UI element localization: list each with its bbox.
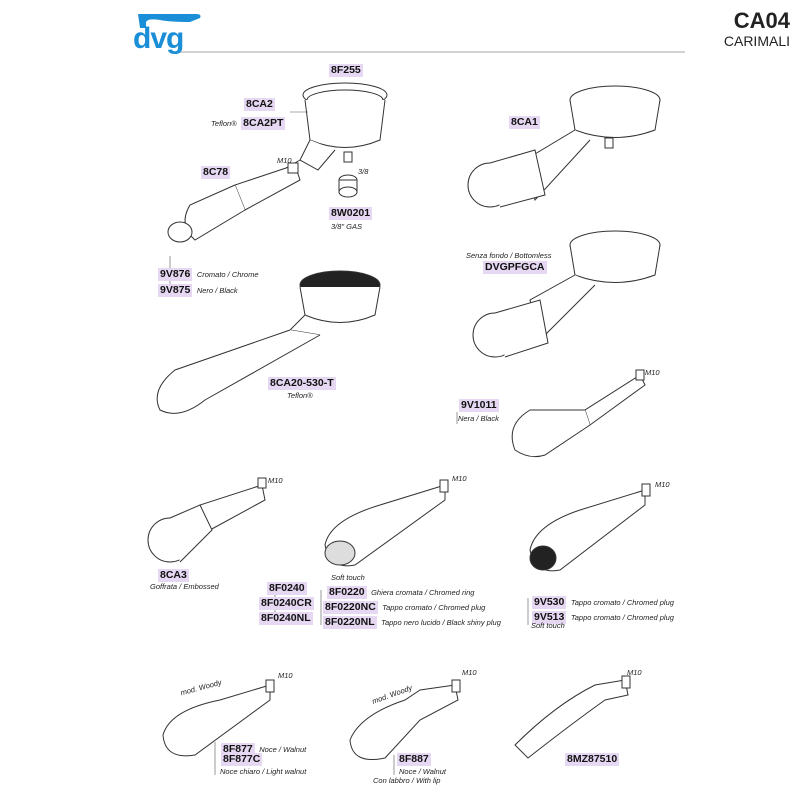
handle-9v530-drawing xyxy=(529,483,651,572)
part-8ca3: 8CA3 xyxy=(158,569,189,582)
teflon-note-2: Teflon® xyxy=(287,391,313,400)
part-8f0240: 8F0240 xyxy=(267,582,307,595)
black-note: Nero / Black xyxy=(196,286,238,295)
handle-8mz87510-drawing xyxy=(514,675,631,759)
soft-touch-note: Soft touch xyxy=(331,573,365,582)
part-8f0240nl: 8F0240NL xyxy=(259,612,313,625)
thread-m10-f: M10 xyxy=(278,671,293,680)
part-8ca2: 8CA2 xyxy=(244,98,275,111)
part-9v876: 9V876 xyxy=(158,268,193,281)
part-8c78: 8C78 xyxy=(201,166,231,179)
handle-8f0240-drawing xyxy=(324,479,449,567)
part-9v530: 9V530 xyxy=(532,596,567,609)
part-8f877: 8F877 xyxy=(221,743,255,756)
thread-m10-c: M10 xyxy=(268,476,283,485)
handle-8f887-drawing xyxy=(349,679,461,760)
part-8f887: 8F887 xyxy=(397,753,431,766)
thread-m10-d: M10 xyxy=(452,474,467,483)
walnut-note-2: Noce / Walnut xyxy=(399,767,446,776)
brand-name: CARIMALI xyxy=(723,33,790,49)
part-8ca2pt: 8CA2PT xyxy=(241,117,286,130)
thread-m10-b: M10 xyxy=(645,368,660,377)
thread-3-8: 3/8 xyxy=(358,167,369,176)
handle-8ca3-drawing xyxy=(147,477,267,563)
part-8f255: 8F255 xyxy=(329,64,363,77)
part-dvgpfgca: DVGPFGCA xyxy=(483,261,547,274)
thread-m10-e: M10 xyxy=(655,480,670,489)
portafilter-8ca1-drawing xyxy=(467,85,661,208)
chrome-note: Cromato / Chrome xyxy=(196,270,259,279)
model-code: CA04 xyxy=(733,8,790,33)
chromed-plug-note: Tappo cromato / Chromed plug xyxy=(382,603,486,612)
bottomless-note: Senza fondo / Bottomless xyxy=(466,251,552,260)
part-8f0240cr: 8F0240CR xyxy=(259,597,314,610)
part-9v513: 9V513 xyxy=(532,611,567,624)
dvg-logo-icon xyxy=(138,14,201,28)
embossed-note: Goffrata / Embossed xyxy=(150,582,219,591)
portafilter-bottomless-drawing xyxy=(472,230,661,358)
part-8ca20-530-t: 8CA20-530-T xyxy=(268,377,336,390)
part-9v875: 9V875 xyxy=(158,284,193,297)
part-8w0201: 8W0201 xyxy=(329,207,373,220)
black-plug-note: Tappo nero lucido / Black shiny plug xyxy=(381,618,501,627)
thread-m10-h: M10 xyxy=(627,668,642,677)
dvg-logo: dvg xyxy=(133,22,184,55)
handle-8f877-drawing xyxy=(162,679,275,757)
thread-m10-g: M10 xyxy=(462,668,477,677)
black-note-2: Nera / Black xyxy=(458,414,499,423)
portafilter-8ca2-drawing xyxy=(239,82,388,196)
portafilter-8ca20-drawing xyxy=(156,270,381,414)
handle-9v1011-drawing xyxy=(511,369,646,458)
handle-8c78-drawing xyxy=(167,162,301,243)
part-9v1011: 9V1011 xyxy=(459,399,499,412)
soft-touch-note-2: Soft touch xyxy=(531,621,565,630)
teflon-note: Teflon® xyxy=(211,119,237,128)
thread-m10: M10 xyxy=(277,156,292,165)
chromed-plug-note-2: Tappo cromato / Chromed plug xyxy=(570,598,674,607)
part-8f0220: 8F0220 xyxy=(327,586,367,599)
chromed-plug-note-3: Tappo cromato / Chromed plug xyxy=(570,613,674,622)
part-8f877c: 8F877C xyxy=(221,753,263,766)
gas-note: 3/8" GAS xyxy=(331,222,363,231)
part-8ca1: 8CA1 xyxy=(509,116,540,129)
part-8mz87510: 8MZ87510 xyxy=(565,753,620,766)
walnut-note: Noce / Walnut xyxy=(259,745,307,754)
with-lip-note: Con labbro / With lip xyxy=(373,776,441,785)
gas-fitting-8w0201-drawing xyxy=(338,174,358,198)
part-8f0220nc: 8F0220NC xyxy=(323,601,378,614)
part-8f0220nl: 8F0220NL xyxy=(323,616,377,629)
light-walnut-note: Noce chiaro / Light walnut xyxy=(220,767,307,776)
chromed-ring-note: Ghiera cromata / Chromed ring xyxy=(371,588,475,597)
